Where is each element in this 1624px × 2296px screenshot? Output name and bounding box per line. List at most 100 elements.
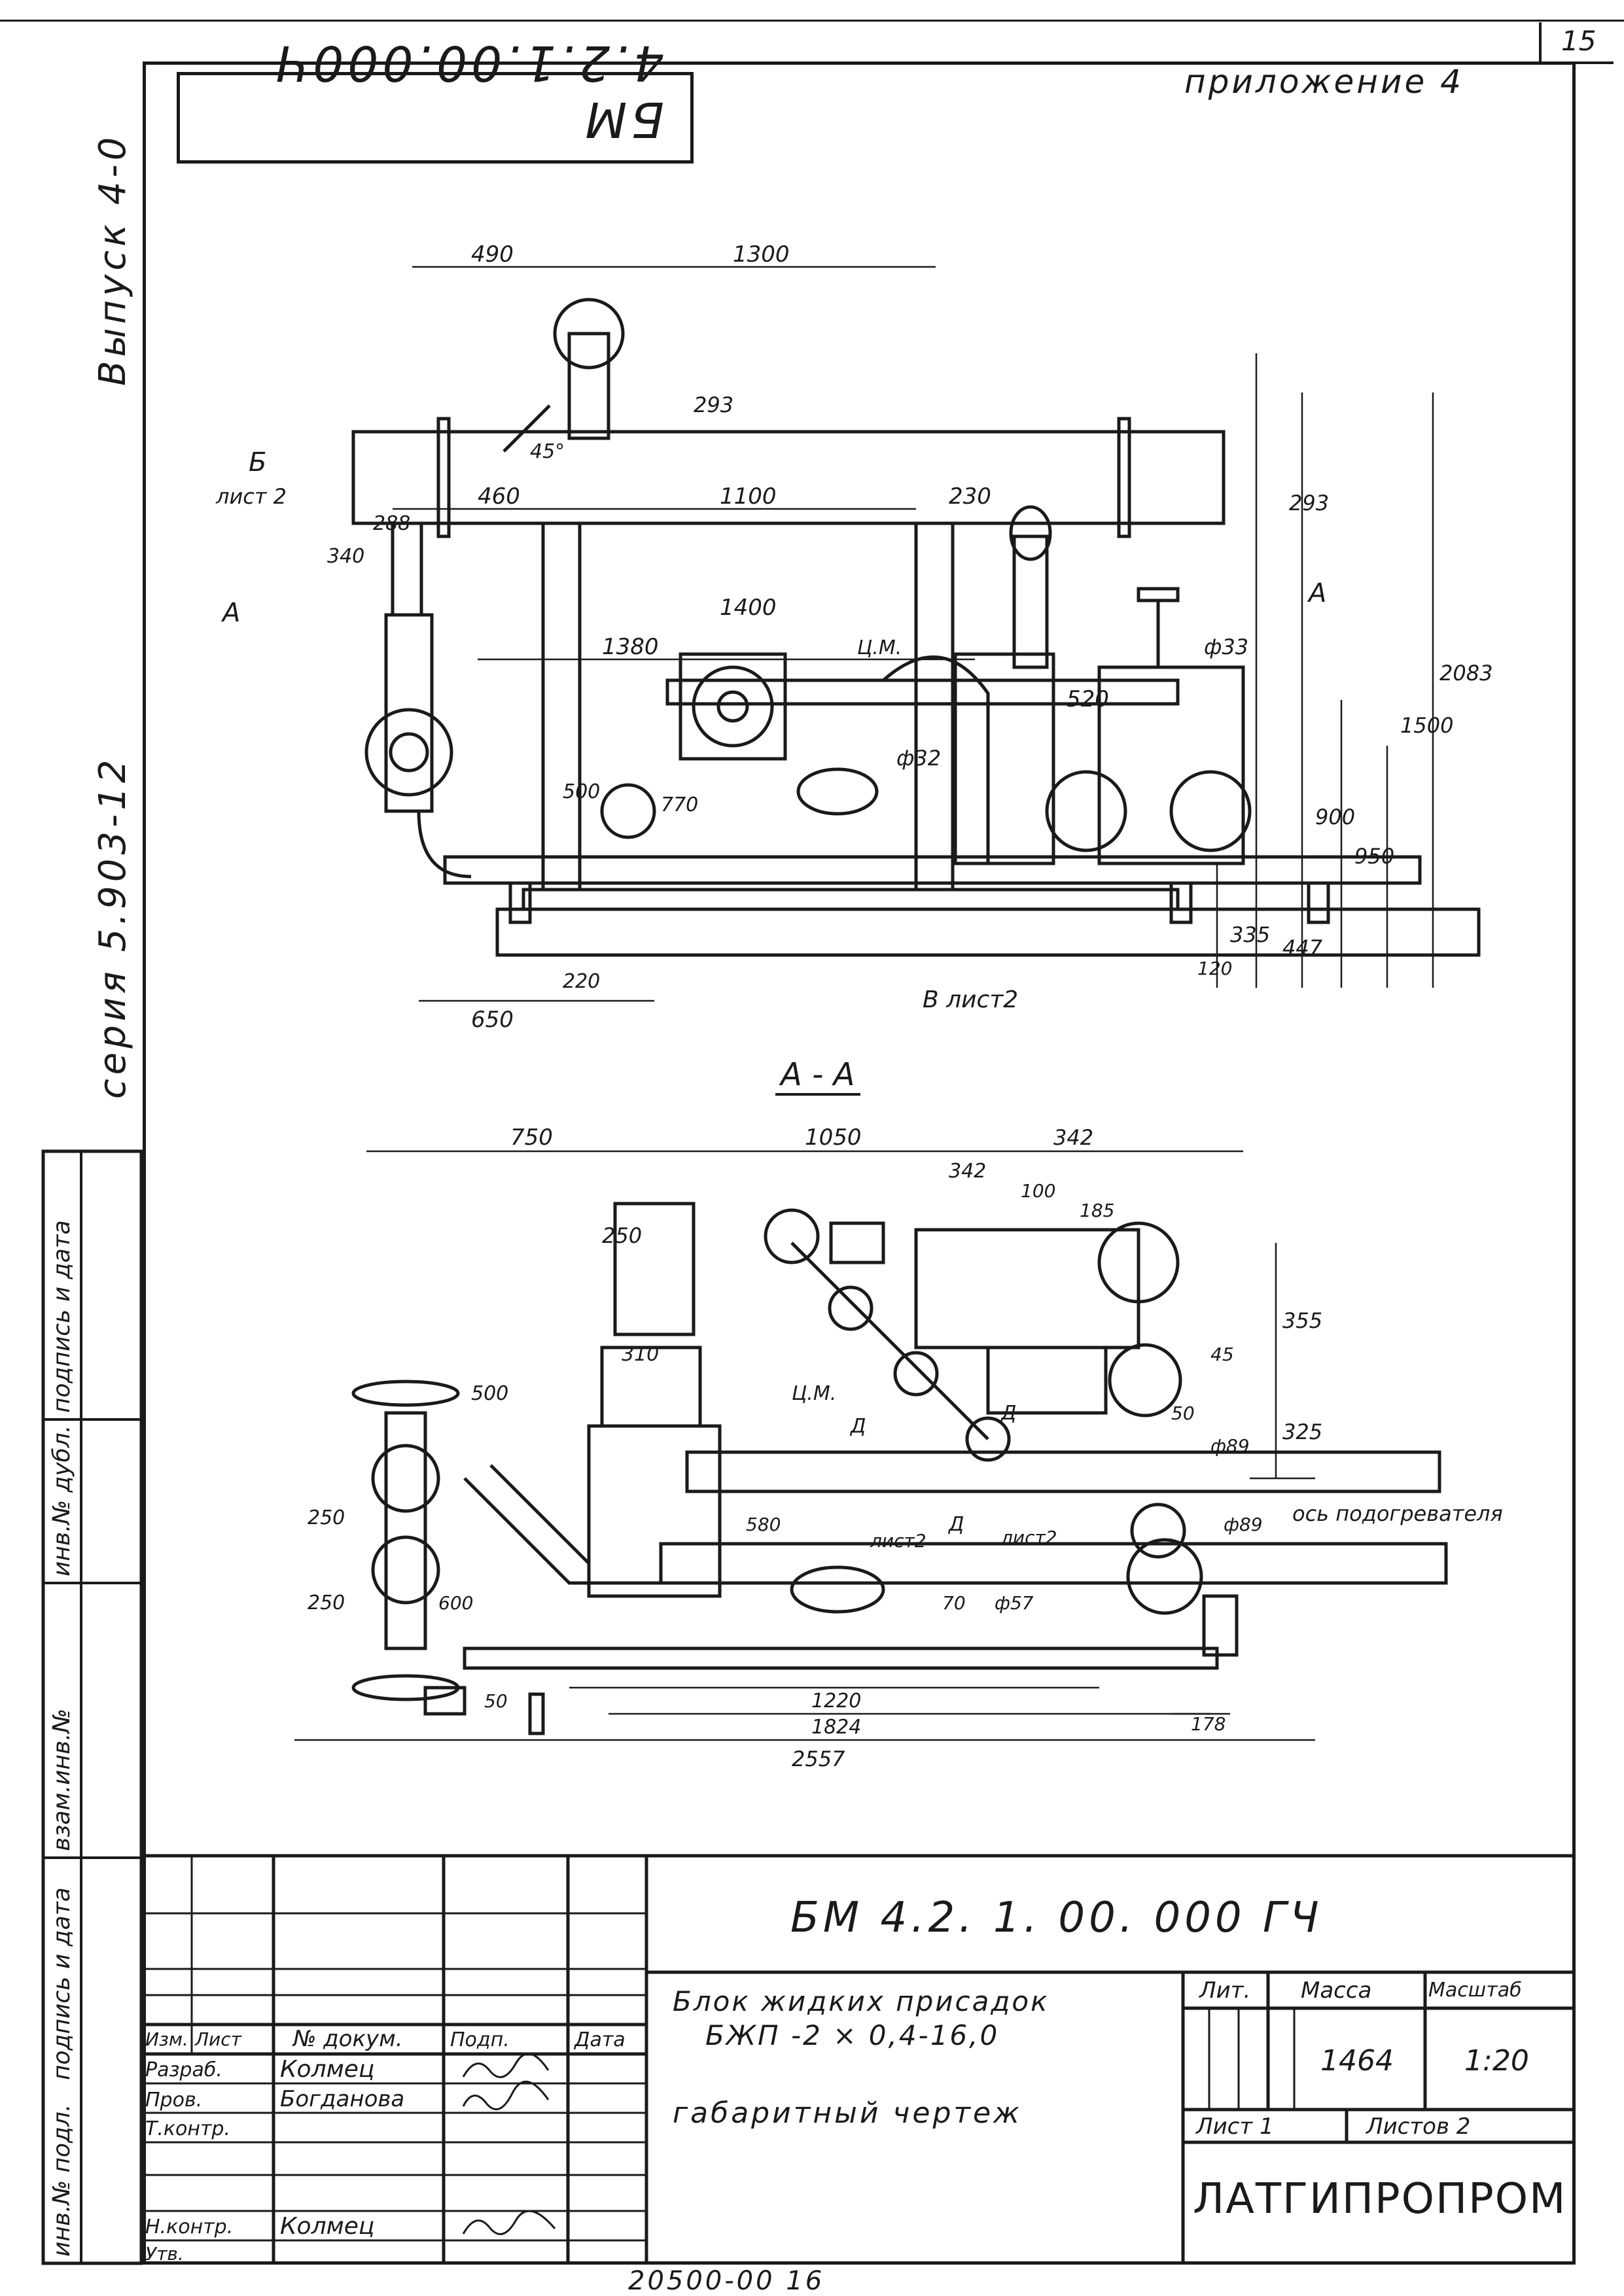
strip-label-sign-2: подпись и дата	[48, 1220, 75, 1413]
dim-950: 950	[1354, 844, 1394, 869]
dim-293-b: 293	[1289, 491, 1329, 515]
scale-value: 1:20	[1464, 2044, 1529, 2078]
dim-335: 335	[1230, 922, 1270, 947]
mark-sheet2-b1: лист2	[870, 1530, 927, 1552]
dim-650: 650	[471, 1007, 514, 1033]
sheet-number: 15	[1561, 25, 1597, 57]
mirrored-code: БМ 4.2.1.00.000Ч	[272, 35, 664, 147]
dim-1500: 1500	[1400, 713, 1453, 738]
mirrored-code-box: БМ 4.2.1.00.000Ч	[177, 35, 694, 164]
signature-prov	[462, 2080, 550, 2110]
role-nkontr: Н.контр.	[145, 2216, 234, 2238]
dim-310: 310	[622, 1343, 659, 1366]
section-a-a-drawing: 750 1050 342 342 100 185 250 310 500 355…	[294, 1124, 1448, 1771]
sheet-label: Лист 1	[1196, 2113, 1274, 2140]
dim-120: 120	[1197, 958, 1232, 979]
dim-250-c: 250	[308, 1592, 345, 1614]
dim-2557: 2557	[792, 1747, 845, 1771]
dim-178: 178	[1191, 1713, 1226, 1735]
role-prov: Пров.	[145, 2089, 203, 2112]
dim-1400: 1400	[720, 595, 777, 621]
mass-header: Масса	[1301, 1977, 1372, 2004]
appendix-label: приложение 4	[1184, 63, 1464, 101]
col-header-izm: Изм.	[145, 2028, 188, 2050]
mark-a-right: А	[1307, 578, 1326, 608]
dim-phi89-a: ф89	[1210, 1435, 1250, 1457]
col-header-doc: № докум.	[293, 2026, 403, 2052]
mark-d-1: Д	[849, 1415, 866, 1438]
dim-2083: 2083	[1439, 661, 1492, 686]
dim-phi89-b: ф89	[1224, 1514, 1263, 1535]
release-label: Выпуск 4-0	[92, 133, 134, 386]
front-elevation-drawing: 490 1300 460 1100 230 1400 1380 520 293 …	[215, 241, 1492, 1033]
dim-phi32: ф32	[896, 746, 941, 771]
col-header-sign: Подп.	[450, 2028, 510, 2051]
role-razrab: Разраб.	[145, 2059, 222, 2081]
dim-500: 500	[563, 780, 600, 803]
dim-355: 355	[1282, 1308, 1322, 1333]
dim-phi57: ф57	[995, 1592, 1034, 1614]
mark-b: Б	[249, 447, 266, 478]
mark-sheet2-b2: лист2	[1000, 1527, 1057, 1548]
dim-490: 490	[471, 241, 514, 268]
mark-cm-b: Ц.М.	[792, 1382, 836, 1405]
strip-label-inv-dubl: инв.№ дубл.	[48, 1425, 75, 1576]
sheets-label: Листов 2	[1366, 2113, 1471, 2140]
dim-250-b: 250	[308, 1506, 345, 1529]
dim-100: 100	[1021, 1180, 1055, 1202]
mark-d-2: Д	[1000, 1402, 1016, 1425]
dim-770: 770	[661, 793, 698, 816]
strip-label-inv-podl: инв.№ подл.	[48, 2104, 75, 2257]
dim-293-a: 293	[694, 392, 733, 417]
scale-header: Масштаб	[1428, 1979, 1522, 2002]
role-utv: Утв.	[145, 2243, 184, 2265]
dim-220: 220	[563, 970, 600, 993]
title-block-grid	[143, 1854, 1576, 2265]
section-a-a-title: А - А	[775, 1056, 860, 1096]
dim-500-b: 500	[471, 1382, 508, 1405]
sheet-number-box: 15	[1539, 22, 1614, 64]
name-razrab: Колмец	[280, 2056, 375, 2083]
dim-447: 447	[1282, 935, 1323, 960]
dim-325: 325	[1282, 1419, 1322, 1444]
col-header-list: Лист	[195, 2028, 241, 2050]
signature-razrab	[462, 2053, 550, 2078]
dim-185: 185	[1080, 1200, 1114, 1221]
drawing-frame	[143, 61, 1576, 2265]
dim-1380: 1380	[602, 634, 659, 660]
dim-288: 288	[373, 512, 410, 535]
mass-value: 1464	[1320, 2044, 1394, 2078]
signature-nkontr	[462, 2210, 556, 2235]
dim-1220: 1220	[811, 1690, 861, 1713]
dim-45deg: 45°	[530, 440, 565, 463]
left-approval-strip: инв.№ подл. подпись и дата взам.инв.№ ин…	[41, 1149, 143, 2265]
title-block: Изм. Лист № докум. Подп. Дата Разраб. Ко…	[143, 1854, 1576, 2265]
product-name-line3: габаритный чертеж	[673, 2096, 1022, 2130]
series-label: серия 5.903-12	[92, 756, 134, 1099]
dim-250: 250	[602, 1223, 642, 1248]
dim-1100: 1100	[720, 483, 777, 510]
dim-70: 70	[942, 1592, 966, 1614]
strip-label-sign-1: подпись и дата	[48, 1887, 75, 2080]
mark-a-left: А	[221, 598, 240, 628]
dim-phi33: ф33	[1204, 635, 1248, 659]
col-header-date: Дата	[574, 2028, 626, 2051]
product-name-line2: БЖП -2 × 0,4-16,0	[705, 2019, 1000, 2051]
organization-name: ЛАТГИПРОПРОМ	[1193, 2175, 1567, 2223]
dim-342-a: 342	[1053, 1125, 1093, 1150]
dim-600: 600	[438, 1592, 473, 1614]
dim-460: 460	[478, 483, 520, 510]
document-code: БМ 4.2. 1. 00. 000 ГЧ	[790, 1894, 1323, 1942]
dim-750: 750	[510, 1124, 553, 1151]
mark-sheet-2: лист 2	[215, 484, 287, 509]
lit-header: Лит.	[1199, 1977, 1251, 2004]
role-tkontr: Т.контр.	[145, 2117, 231, 2140]
dim-1300: 1300	[733, 241, 790, 268]
dim-50-b: 50	[484, 1690, 508, 1712]
left-strip-lines	[41, 1149, 143, 2265]
dim-580: 580	[746, 1514, 781, 1535]
mark-cm: Ц.М.	[857, 636, 902, 659]
strip-label-vzam: взам.инв.№	[48, 1708, 75, 1851]
mark-d-3: Д	[947, 1513, 964, 1536]
dim-1824: 1824	[811, 1716, 861, 1739]
